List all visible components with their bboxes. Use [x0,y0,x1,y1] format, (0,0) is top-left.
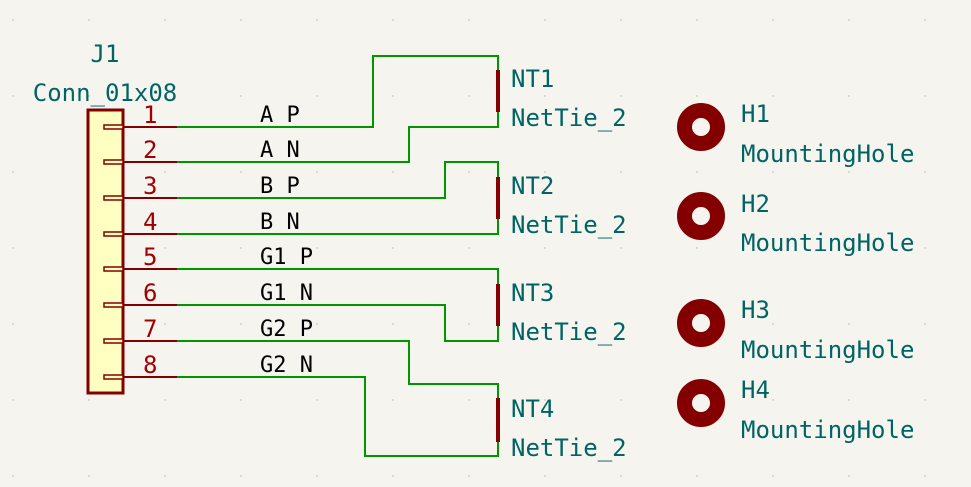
connector-pin-4[interactable]: 4 B_N [103,208,300,237]
net-label: A_P [260,103,300,128]
mounting-hole-ring [677,103,725,151]
pin-number: 6 [143,279,157,307]
connector-pins: 1 A_P 2 A_N 3 B_P 4 B_N 5 G1_P 6 G1_N 7 G2_P 8 G2_N [103,101,313,380]
mounting-hole-value: MountingHole [741,336,914,364]
net-label: G1_N [260,281,313,306]
connector-pin-5[interactable]: 5 G1_P [103,243,313,272]
connector-body [86,108,125,395]
net-label: G1_P [260,245,313,270]
net-label: B_N [260,210,300,235]
pin-stub [103,124,124,130]
wire-5[interactable] [177,268,499,284]
mounting-hole-reference: H4 [741,376,770,404]
mounting-hole-reference: H2 [741,190,770,218]
wire-2[interactable] [177,112,499,163]
net-tie-value: NetTie_2 [511,104,627,132]
connector-value: Conn_01x08 [33,79,178,107]
pin-number: 7 [143,315,157,343]
net-tie-value: NetTie_2 [511,434,627,462]
wire-6[interactable] [177,304,499,342]
net-tie-reference: NT2 [511,172,554,200]
mounting-hole-value: MountingHole [741,416,914,444]
pin-stub [103,195,124,201]
mounting-hole-center [693,395,709,411]
net-tie-value: NetTie_2 [511,211,627,239]
connector-pin-7[interactable]: 7 G2_P [103,315,313,344]
wire-8[interactable] [177,376,499,457]
mounting-hole-reference: H3 [741,296,770,324]
pin-stub [103,231,124,237]
pin-number: 4 [143,208,157,236]
wire-7[interactable] [177,340,499,398]
net-tie-reference: NT4 [511,395,554,423]
connector-pin-3[interactable]: 3 B_P [103,172,300,201]
net-label: G2_N [260,353,313,378]
pin-stub [103,338,124,344]
connector-pin-6[interactable]: 6 G1_N [103,279,313,308]
net-label: B_P [260,174,300,199]
net-label: A_N [260,138,300,163]
pin-number: 1 [143,101,157,129]
pin-stub [103,266,124,272]
mounting-hole-center [693,119,709,135]
net-tie-reference: NT1 [511,65,554,93]
wire-3[interactable] [177,161,499,199]
connector-pin-1[interactable]: 1 A_P [103,101,300,130]
pin-stub [103,302,124,308]
connector-pin-2[interactable]: 2 A_N [103,136,300,165]
mounting-hole-center [693,208,709,224]
wire-4[interactable] [177,219,499,235]
wire-1[interactable] [177,55,499,128]
pin-number: 8 [143,351,157,379]
mounting-hole-center [693,315,709,331]
mounting-hole-ring [677,299,725,347]
connector-j1[interactable]: J1 Conn_01x08 1 A_P 2 A_N 3 B_P 4 B_N 5 G1_P 6 G1_N… [33,40,313,395]
pin-stub [103,374,124,380]
mounting-hole-ring [677,192,725,240]
pin-number: 5 [143,243,157,271]
pin-number: 3 [143,172,157,200]
wires [177,55,499,457]
mounting-hole-value: MountingHole [741,140,914,168]
net-tie-reference: NT3 [511,279,554,307]
connector-pin-8[interactable]: 8 G2_N [103,351,313,380]
net-label: G2_P [260,317,313,342]
mounting-hole-reference: H1 [741,100,770,128]
mounting-holes: H1MountingHoleH2MountingHoleH3MountingHo… [677,100,915,444]
mounting-hole-value: MountingHole [741,229,914,257]
net-ties: NT1NetTie_2NT2NetTie_2NT3NetTie_2NT4NetT… [496,65,627,462]
pin-number: 2 [143,136,157,164]
connector-reference: J1 [91,40,120,68]
pin-stub [103,159,124,165]
grid-dots [12,19,926,477]
mounting-hole-ring [677,379,725,427]
net-tie-value: NetTie_2 [511,318,627,346]
